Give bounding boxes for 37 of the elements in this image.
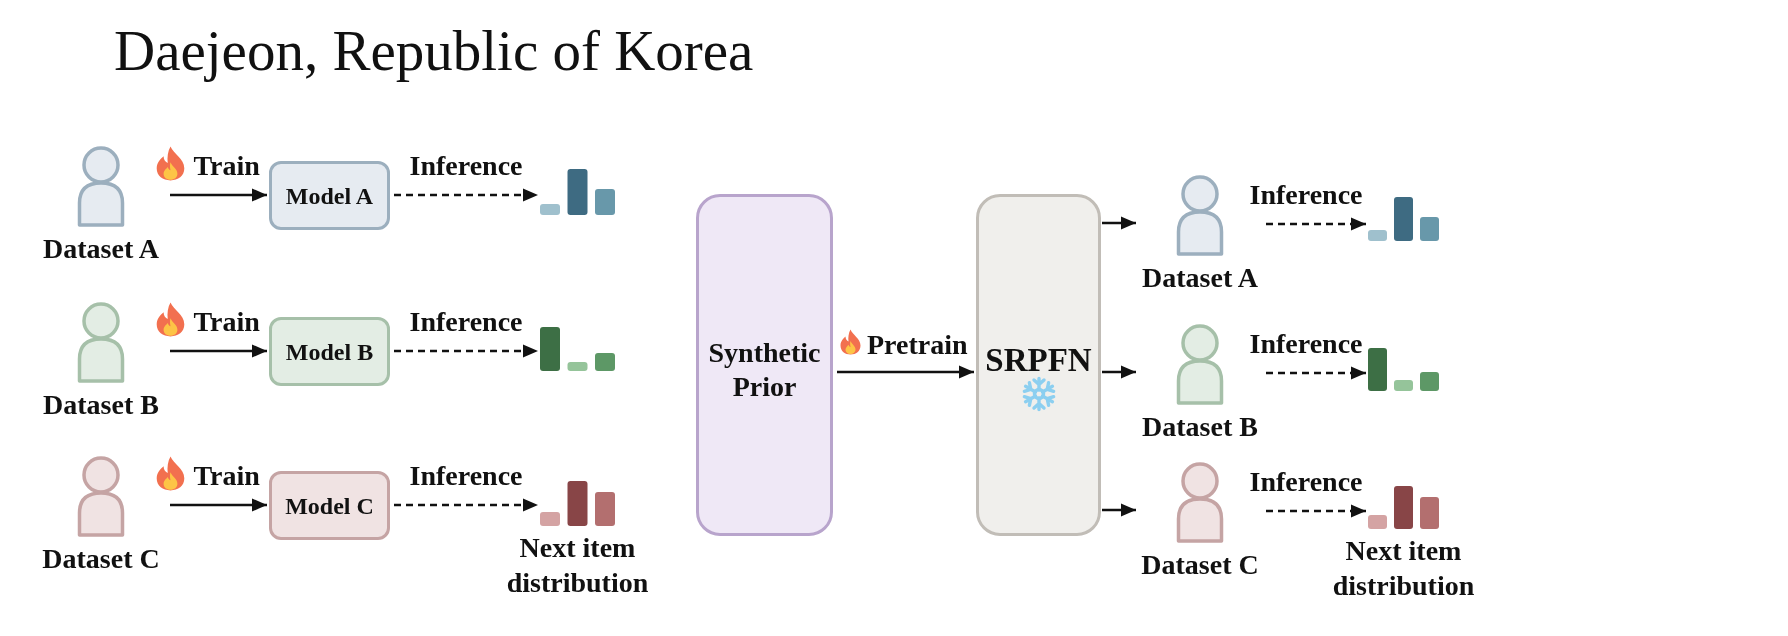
process-box bbox=[269, 161, 390, 230]
node-label: Dataset C bbox=[1141, 549, 1259, 581]
bar-chart-icon bbox=[1368, 197, 1439, 241]
caption-text: Next item distribution bbox=[505, 531, 650, 600]
node-label: SRPFN bbox=[985, 341, 1092, 380]
node-label: Dataset B bbox=[43, 389, 159, 421]
node-label: Dataset B bbox=[1142, 411, 1258, 443]
process-box bbox=[696, 194, 833, 536]
node-label: Dataset A bbox=[43, 233, 159, 265]
node-label: Model C bbox=[285, 491, 374, 520]
bar-chart-icon bbox=[1368, 486, 1439, 529]
node-label: Dataset C bbox=[42, 543, 160, 575]
arrow bbox=[170, 498, 267, 512]
dashed-arrow bbox=[394, 188, 538, 202]
arrow bbox=[1102, 503, 1136, 517]
dashed-arrow bbox=[1266, 504, 1366, 518]
dashed-arrow bbox=[1266, 217, 1366, 231]
process-box bbox=[976, 194, 1101, 536]
node-label: Dataset A bbox=[1142, 262, 1258, 294]
bar-chart-icon bbox=[540, 327, 615, 371]
process-box bbox=[269, 317, 390, 386]
node-label: Model A bbox=[285, 181, 374, 210]
bar-chart-icon bbox=[1368, 348, 1439, 391]
node-label: Model B bbox=[285, 337, 374, 366]
bar-chart-icon bbox=[540, 481, 615, 526]
arrow bbox=[1102, 216, 1136, 230]
caption-text: Next item distribution bbox=[1331, 534, 1476, 603]
dashed-arrow bbox=[394, 498, 538, 512]
dashed-arrow bbox=[394, 344, 538, 358]
arrow bbox=[1102, 365, 1136, 379]
node-label: Synthetic Prior bbox=[707, 336, 822, 404]
bar-chart-icon bbox=[540, 169, 615, 215]
arrow bbox=[170, 344, 267, 358]
arrow bbox=[837, 365, 974, 379]
dashed-arrow bbox=[1266, 366, 1366, 380]
process-box bbox=[269, 471, 390, 540]
arrow bbox=[170, 188, 267, 202]
